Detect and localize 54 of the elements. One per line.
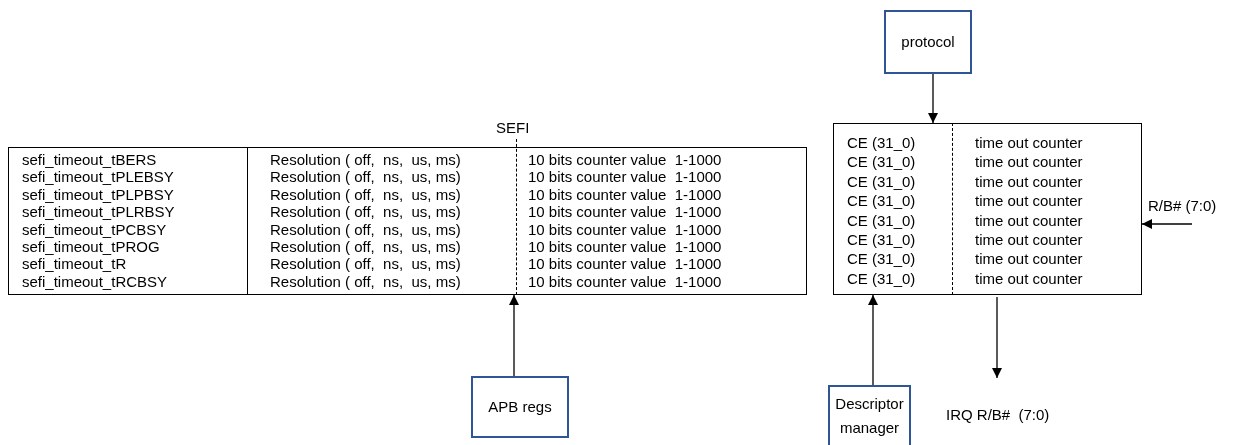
arrow [867, 294, 879, 386]
chip-enable-label: CE (31_0) [847, 153, 916, 171]
counter-value: 10 bits counter value 1-1000 [528, 168, 722, 186]
register-name: sefi_timeout_tPLEBSY [22, 168, 174, 186]
resolution-setting: Resolution ( off, ns, us, ms) [270, 151, 461, 168]
register-name: sefi_timeout_tR [22, 255, 127, 273]
resolution-setting: Resolution ( off, ns, us, ms) [270, 255, 461, 273]
arrow [508, 294, 520, 377]
chip-enable-label: CE (31_0) [847, 192, 916, 210]
counter-value: 10 bits counter value 1-1000 [528, 220, 722, 238]
counter-value: 10 bits counter value 1-1000 [528, 151, 722, 168]
register-name: sefi_timeout_tPCBSY [22, 220, 167, 238]
counter-value: 10 bits counter value 1-1000 [528, 255, 722, 273]
box-label: APB regs [488, 397, 552, 417]
resolution-setting: Resolution ( off, ns, us, ms) [270, 220, 461, 238]
register-name: sefi_timeout_tRCBSY [22, 272, 168, 290]
box-label: Descriptor manager [834, 394, 905, 438]
apb-box [471, 376, 569, 438]
signal-label: R/B# (7:0) [1148, 196, 1241, 216]
counter-label: time out counter [975, 269, 1083, 287]
counter-value: 10 bits counter value 1-1000 [528, 185, 722, 203]
resolution-setting: Resolution ( off, ns, us, ms) [270, 203, 461, 221]
block-title: SEFI [496, 119, 530, 136]
chip-enable-label: CE (31_0) [847, 134, 916, 151]
descriptor-box [828, 385, 911, 445]
counter-label: time out counter [975, 211, 1083, 229]
counter-value: 10 bits counter value 1-1000 [528, 238, 722, 255]
arrow [1141, 218, 1193, 230]
counter-label: time out counter [975, 192, 1083, 210]
chip-enable-label: CE (31_0) [847, 231, 916, 248]
register-name: sefi_timeout_tBERS [22, 151, 157, 168]
chip-enable-label: CE (31_0) [847, 269, 916, 287]
protocol-box [884, 10, 972, 74]
register-name: sefi_timeout_tPLPBSY [22, 185, 174, 203]
counter-label: time out counter [975, 153, 1083, 171]
box-label: protocol [901, 32, 955, 52]
counter-label: time out counter [975, 134, 1083, 151]
arrow [927, 73, 939, 124]
chip-enable-label: CE (31_0) [847, 211, 916, 229]
counter-label: time out counter [975, 231, 1083, 248]
counter-value: 10 bits counter value 1-1000 [528, 272, 722, 290]
register-name: sefi_timeout_tPROG [22, 238, 160, 255]
register-name: sefi_timeout_tPLRBSY [22, 203, 175, 221]
counter-label: time out counter [975, 250, 1083, 268]
resolution-setting: Resolution ( off, ns, us, ms) [270, 238, 461, 255]
counter-label: time out counter [975, 172, 1083, 190]
counter-value: 10 bits counter value 1-1000 [528, 203, 722, 221]
chip-enable-label: CE (31_0) [847, 172, 916, 190]
arrow [991, 296, 1003, 379]
signal-label: IRQ R/B# (7:0) [946, 405, 1086, 425]
resolution-setting: Resolution ( off, ns, us, ms) [270, 168, 461, 186]
chip-enable-label: CE (31_0) [847, 250, 916, 268]
resolution-setting: Resolution ( off, ns, us, ms) [270, 185, 461, 203]
resolution-setting: Resolution ( off, ns, us, ms) [270, 272, 461, 290]
